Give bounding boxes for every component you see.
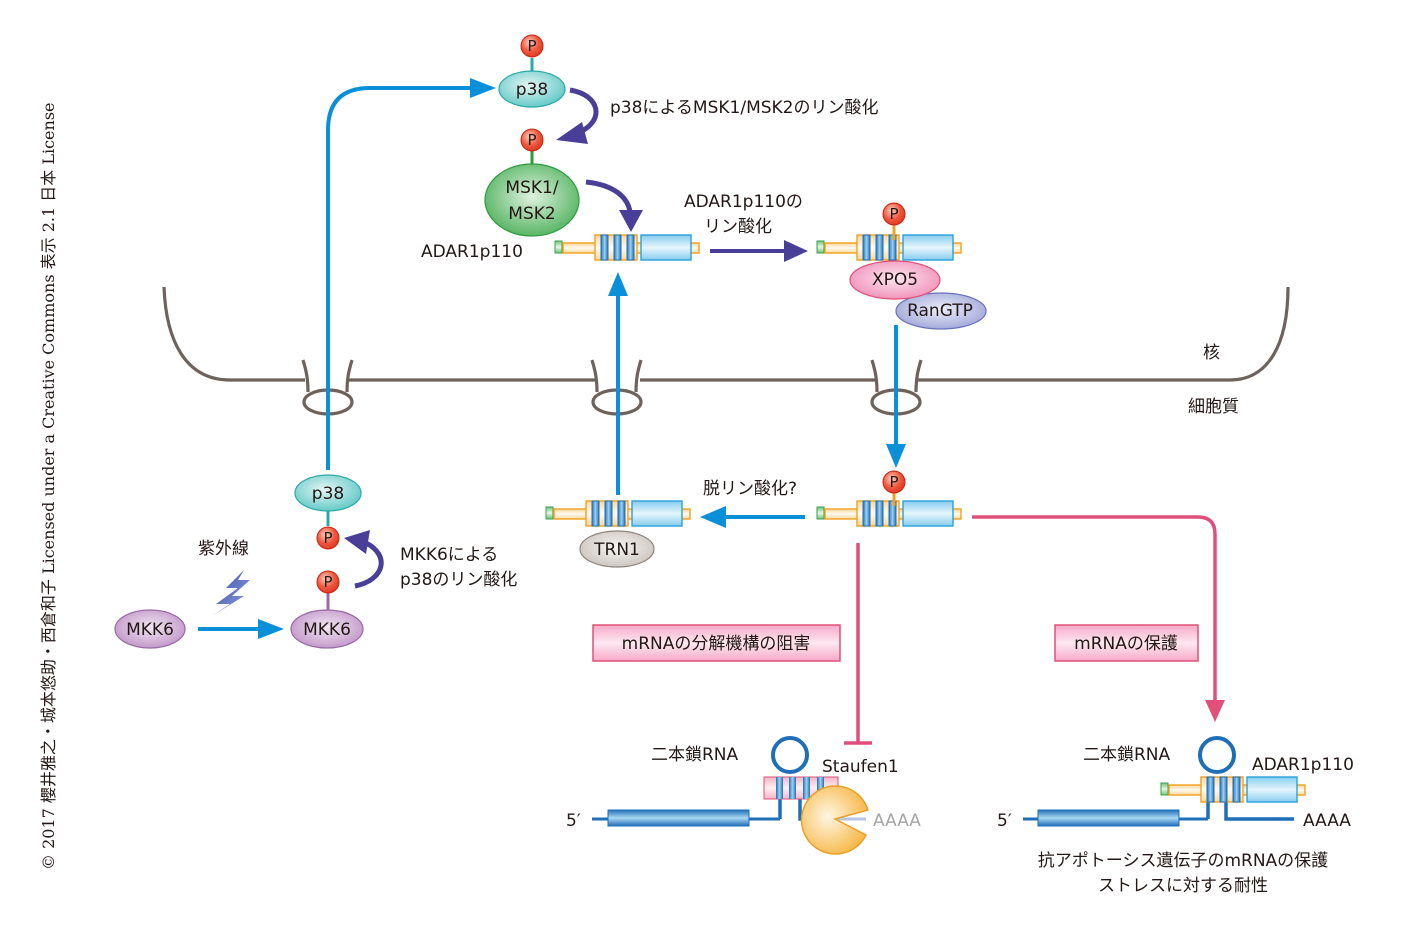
mkk6-label: MKK6 [303, 620, 351, 640]
phospho-label: P [889, 205, 898, 223]
mrna-protection-box: mRNAの保護 [1054, 624, 1199, 662]
export-arrow-xpo5 [886, 325, 906, 468]
msk1-msk2: P MSK1/ MSK2 [484, 128, 580, 237]
dephosphorylation-arrow [700, 506, 805, 528]
mkk6-to-p38-arrow [344, 530, 384, 589]
msk-label-line2: MSK2 [508, 204, 555, 224]
p38-phospho-cytoplasm: p38 P [294, 474, 362, 550]
staufen1-label: Staufen1 [822, 757, 899, 777]
svg-text:mRNAの分解機構の阻害: mRNAの分解機構の阻害 [622, 634, 811, 654]
five-prime-label: 5′ [997, 811, 1012, 831]
adar-phos-label-line2: リン酸化 [704, 217, 772, 237]
polya-label: AAAA [873, 811, 921, 831]
rangtp-label: RanGTP [907, 301, 973, 321]
adar1p110-trn1-complex: TRN1 [545, 500, 691, 568]
p38-phospho-nuclear: P p38 [498, 34, 566, 108]
dsrna-label: 二本鎖RNA [651, 745, 739, 765]
dephosphorylation-label: 脱リン酸化? [703, 479, 797, 499]
p38-to-msk-arrow [556, 87, 599, 144]
adar1p110-label: ADAR1p110 [421, 242, 523, 262]
adar1p110-phospho-cytoplasm: P [816, 470, 962, 527]
p38-msk-phos-label: p38によるMSK1/MSK2のリン酸化 [610, 98, 879, 118]
p38-label: p38 [312, 484, 344, 504]
adar1p110-phospho-export-complex: P RanGTP XPO5 [816, 202, 987, 330]
dsrna-label: 二本鎖RNA [1083, 745, 1171, 765]
import-arrow-p38 [326, 78, 496, 470]
import-arrow-adar-trn1 [608, 272, 628, 495]
adar1p110-label: ADAR1p110 [1252, 755, 1354, 775]
phospho-label: P [323, 573, 332, 591]
nuclear-membrane [162, 286, 1290, 416]
polya-label: AAAA [1303, 811, 1351, 831]
mrna-staufen-decay: 5′ AAAA 二本鎖RNA Staufen1 [566, 736, 921, 855]
phospho-label: P [527, 37, 536, 55]
inhibition-line [844, 543, 872, 745]
mrna-adar-protection: 5′ AAAA 二本鎖RNA ADAR1p110 [997, 736, 1354, 831]
phospho-label: P [323, 529, 332, 547]
mkk6-inactive: MKK6 [114, 609, 186, 649]
mkk6-active: P MKK6 [290, 570, 364, 649]
adar-phos-label-line1: ADAR1p110の [684, 192, 803, 212]
uv-label: 紫外線 [198, 539, 249, 559]
p38-label: p38 [516, 80, 548, 100]
mkk6-label: MKK6 [126, 620, 174, 640]
xpo5-label: XPO5 [872, 270, 918, 290]
phospho-label: P [889, 473, 898, 491]
phospho-label: P [527, 131, 536, 149]
mrna-decay-inhibition-box: mRNAの分解機構の阻害 [592, 624, 841, 662]
mkk6-p38-label-line2: p38のリン酸化 [400, 570, 517, 590]
svg-text:mRNAの保護: mRNAの保護 [1074, 634, 1178, 654]
uv-lightning-icon [212, 570, 250, 616]
msk-to-adar-arrow [585, 179, 643, 232]
adar1p110-nuclear [554, 234, 700, 261]
outcome-line1: 抗アポトーシス遺伝子のmRNAの保護 [1038, 851, 1328, 871]
trn1-label: TRN1 [593, 540, 640, 560]
mkk6-activation-arrow [198, 619, 284, 639]
outcome-line2: ストレスに対する耐性 [1098, 876, 1268, 896]
cytoplasm-label: 細胞質 [1188, 397, 1239, 417]
adar-phosphorylation-arrow [710, 240, 808, 262]
protection-arrow [972, 515, 1225, 722]
nucleus-label: 核 [1203, 343, 1220, 363]
five-prime-label: 5′ [566, 811, 581, 831]
copyright-credit: © 2017 櫻井雅之・城本悠助・西倉和子 Licensed under a C… [39, 103, 58, 871]
mkk6-p38-label-line1: MKK6による [400, 545, 498, 565]
msk-label-line1: MSK1/ [505, 178, 558, 198]
